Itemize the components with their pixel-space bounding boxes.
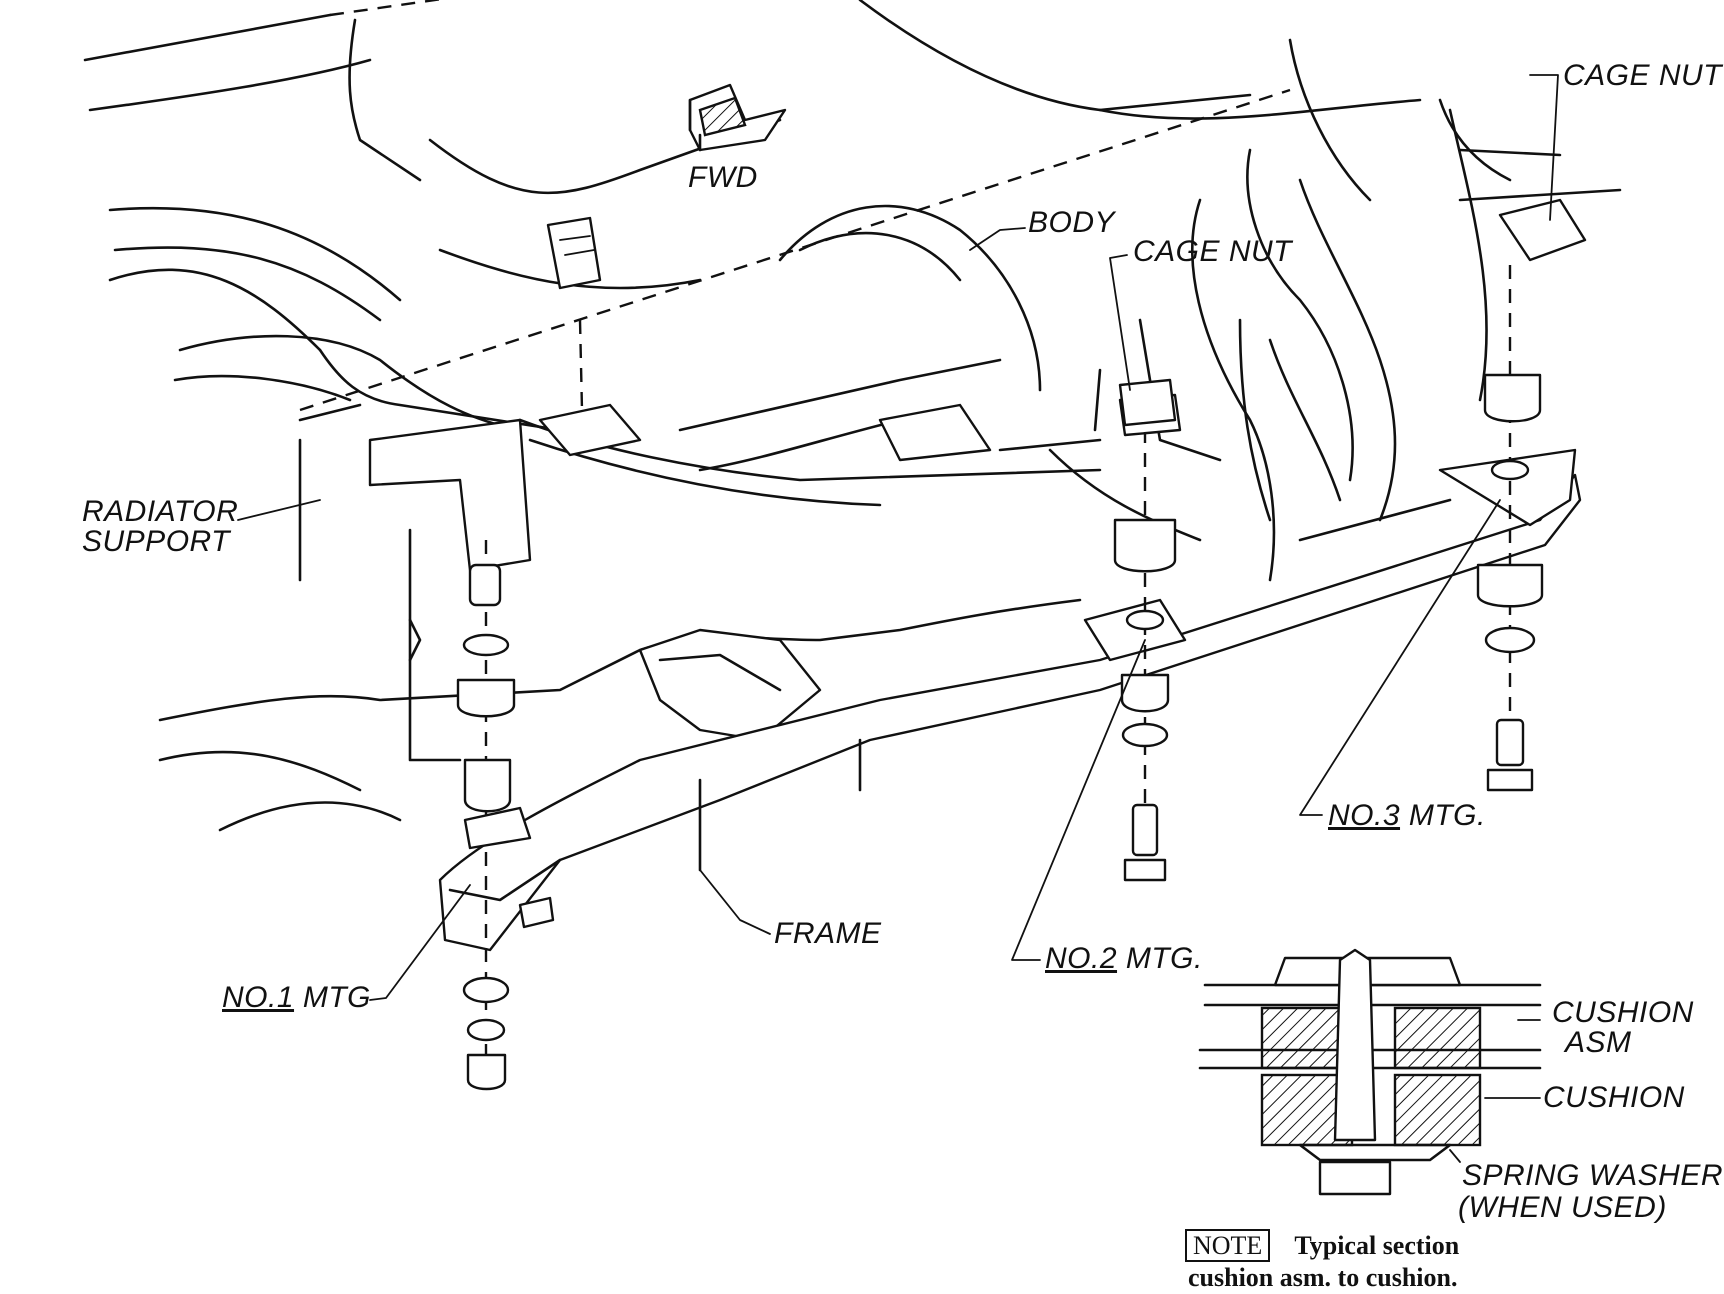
forward-arrow-icon	[688, 83, 787, 152]
leader-lines	[237, 74, 1559, 1001]
note-line2: cushion asm. to cushion.	[1188, 1263, 1458, 1292]
no2-mtg-label: NO.2 MTG.	[1045, 942, 1203, 975]
cushion-label: CUSHION	[1543, 1081, 1685, 1114]
fwd-label: FWD	[688, 161, 758, 194]
no1-mtg-label: NO.1 MTG	[222, 981, 372, 1014]
radiator-support-label-line1: RADIATOR	[82, 495, 239, 528]
frame-label: FRAME	[774, 917, 882, 950]
cushion-section-detail	[1198, 948, 1542, 1196]
cage-nut-center-label: CAGE NUT	[1133, 235, 1293, 268]
cushion-asm-label-line1: CUSHION	[1552, 996, 1694, 1029]
cage-nut-center	[1093, 368, 1177, 432]
no1-mount-stack	[456, 540, 532, 1091]
spring-washer-label-line2: (WHEN USED)	[1458, 1191, 1667, 1224]
no3-mtg-label: NO.3 MTG.	[1328, 799, 1486, 832]
radiator-support-label-line2: SUPPORT	[82, 525, 230, 558]
no3-mount-stack	[1476, 198, 1587, 792]
note-tag: NOTE	[1185, 1229, 1271, 1262]
cushion-asm-label-line2: ASM	[1565, 1026, 1632, 1059]
body-bracket	[546, 216, 602, 411]
body-label: BODY	[1028, 206, 1116, 239]
body-outline	[83, 0, 1622, 582]
frame-rail	[158, 448, 1582, 952]
cage-nut-right-label: CAGE NUT	[1563, 59, 1723, 92]
spring-washer-label-line1: SPRING WASHER	[1462, 1159, 1723, 1192]
body-lower-rail	[518, 358, 1202, 542]
